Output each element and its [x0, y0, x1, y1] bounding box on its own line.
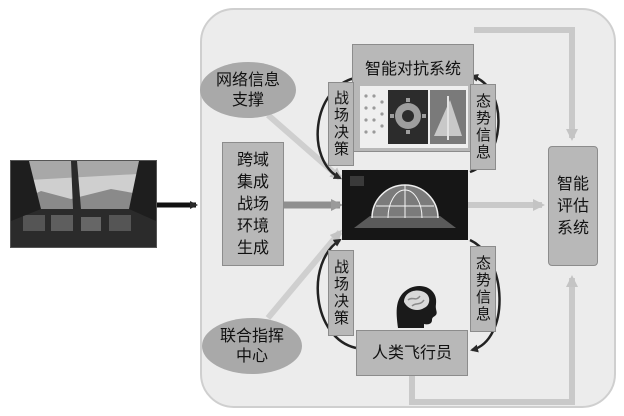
joint-command-label: 联合指挥 中心	[219, 326, 284, 365]
command-to-center-arrow	[265, 229, 343, 320]
cross-domain-env-label: 跨域 集成 战场 环境 生成	[236, 150, 269, 257]
decision-bottom-label: 战场决策	[328, 250, 354, 336]
human-pilot-box: 人类飞行员	[356, 330, 468, 376]
top-loop-arrow	[474, 27, 578, 141]
confrontation-system-label: 智能对抗系统	[364, 59, 461, 78]
joint-command-oval: 联合指挥 中心	[202, 318, 302, 374]
network-support-label: 网络信息 支撑	[215, 70, 280, 109]
situation-bottom-label: 态势信息	[470, 246, 496, 332]
bottom-loop-arrow	[409, 275, 578, 405]
decision-bottom-arrow	[316, 238, 357, 350]
cross-domain-env-box: 跨域 集成 战场 环境 生成	[222, 142, 284, 266]
cockpit-photo	[10, 160, 157, 248]
situation-top-label: 态势信息	[470, 84, 496, 170]
network-support-oval: 网络信息 支撑	[200, 62, 296, 118]
human-brain-silhouette	[390, 282, 442, 330]
ai-gear-collage	[360, 86, 468, 148]
evaluation-system-label: 智能 评估 系统	[556, 174, 589, 237]
evaluation-system-box: 智能 评估 系统	[548, 146, 598, 266]
decision-top-label: 战场决策	[328, 82, 354, 166]
human-pilot-label: 人类飞行员	[371, 343, 452, 362]
battlefield-hologram	[342, 170, 468, 240]
